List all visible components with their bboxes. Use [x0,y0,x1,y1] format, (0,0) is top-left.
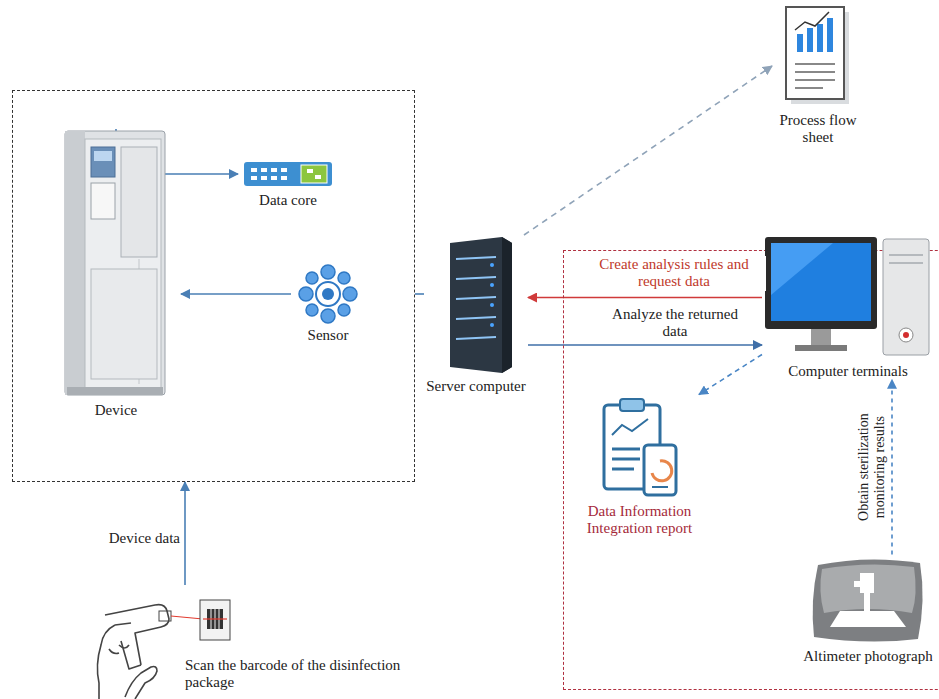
altimeter-box: Altimeter photograph [802,555,934,665]
data-core-box: Data core [238,159,338,209]
scanner-box: Scan the barcode of the disinfection pac… [85,585,420,692]
edge-label: Device data [96,530,182,547]
sensor-icon [292,264,364,324]
flow-arrow [415,293,424,295]
dashed-arrow [699,355,762,395]
terminal-icon [763,235,933,360]
report-icon [600,395,680,500]
node-label: Sensor [291,327,365,344]
server-icon [436,235,516,375]
process-sheet-box: Process flow sheet [772,4,864,147]
node-label: Computer terminals [762,363,934,380]
flow-arrow [181,293,291,295]
terminal-box: Computer terminals [762,235,934,380]
sensor-box: Sensor [291,264,365,344]
datacore-icon [243,159,333,189]
server-box: Server computer [424,235,528,395]
node-label: Data core [238,192,338,209]
edge-label: Obtain sterilization monitoring results [856,380,888,554]
edge-label: Create analysis rules and request data [582,256,766,291]
node-label: Process flow sheet [772,112,864,147]
device-box: Device [51,129,181,419]
dashed-arrow [891,380,893,555]
node-label: Server computer [424,378,528,395]
edge-label: Analyze the returned data [598,306,752,341]
dashed-arrow [524,66,772,235]
node-label: Device [51,402,181,419]
flow-arrow [184,482,186,585]
altimeter-icon [808,555,928,645]
flow-icon [783,4,853,109]
node-label: Data Information Integration report [577,503,702,538]
device-icon [61,129,171,399]
node-label: Scan the barcode of the disinfection pac… [185,585,420,692]
report-box: Data Information Integration report [577,395,702,538]
node-label: Altimeter photograph [802,648,934,665]
device-group: Data coreDevice Sensor [12,90,415,482]
